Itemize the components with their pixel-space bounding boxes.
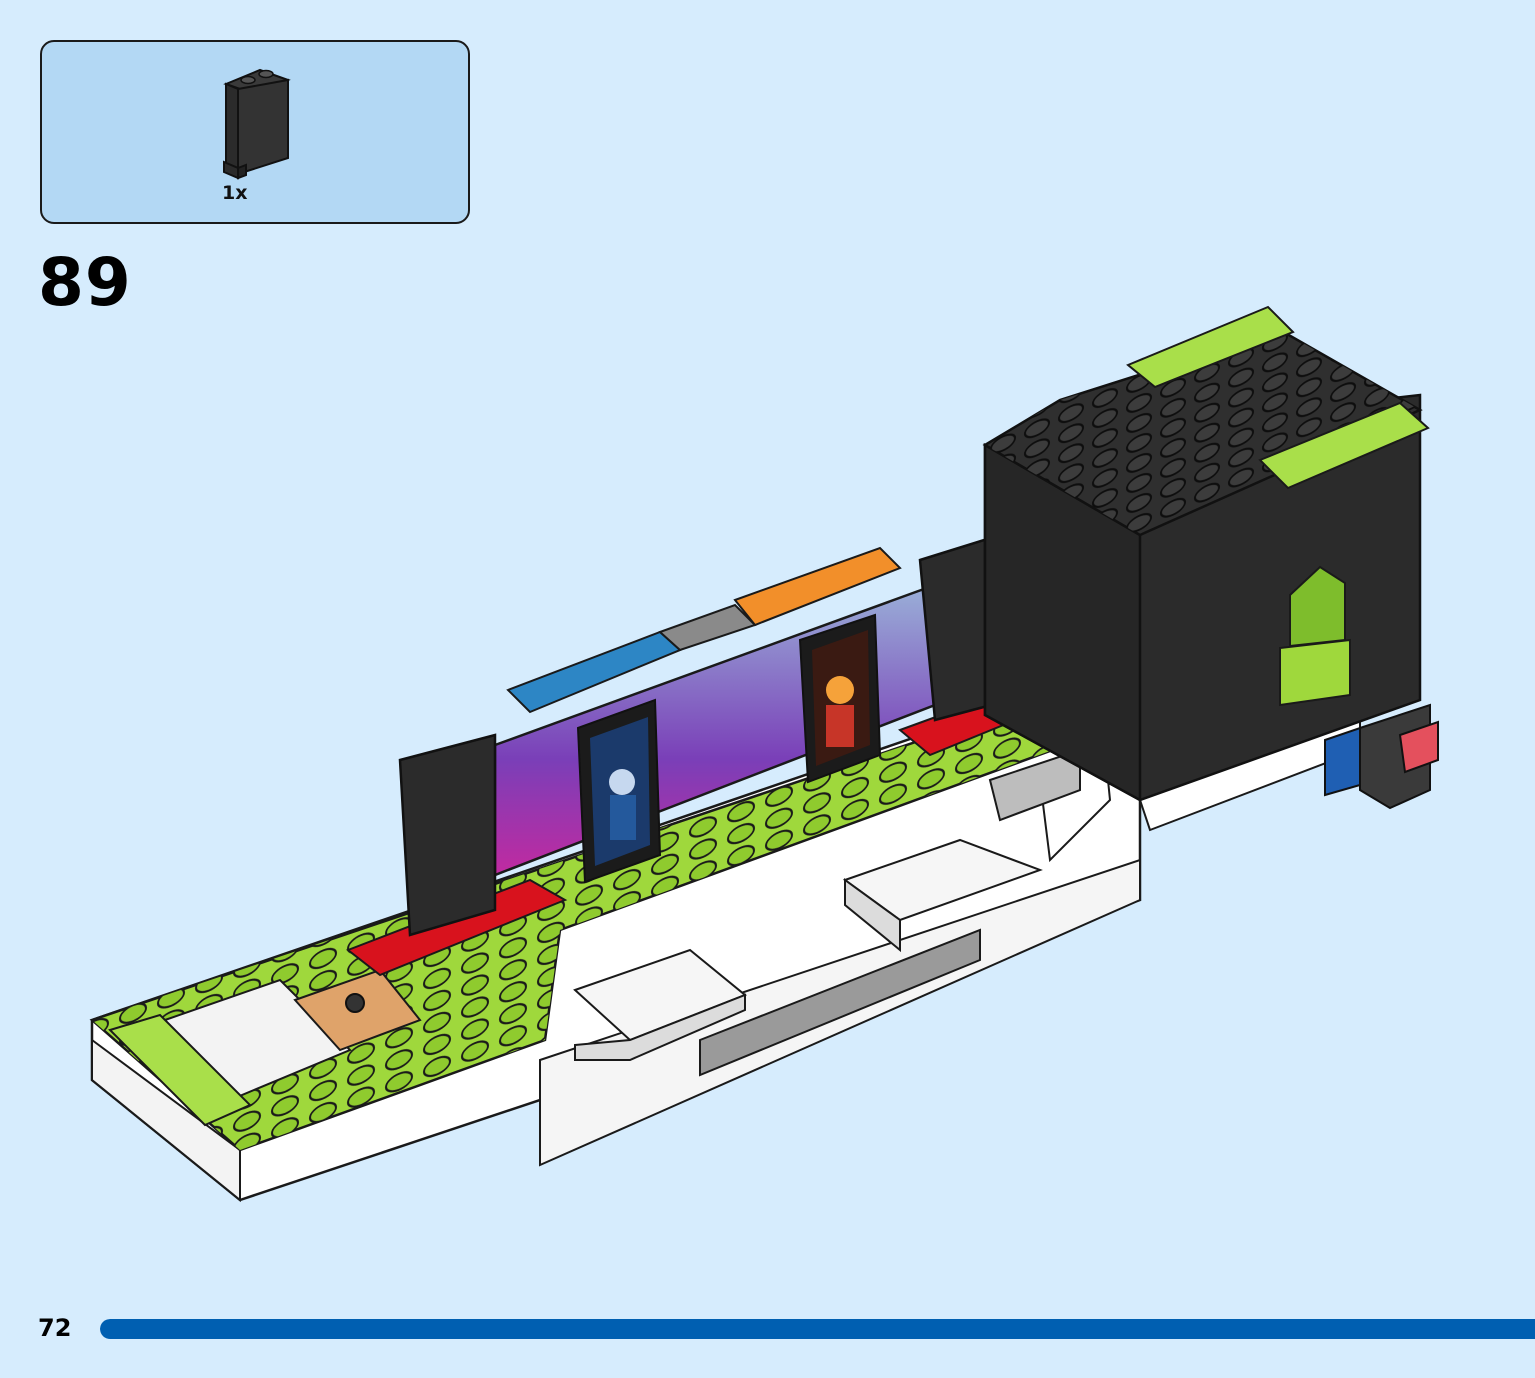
part-quantity: 1x: [222, 182, 248, 204]
progress-bar-fill: [100, 1319, 1535, 1339]
interior-seats: [573, 748, 1112, 1061]
ninja-screen-tile: [576, 698, 662, 884]
parts-callout: 1x: [40, 40, 470, 224]
step-number: 89: [38, 244, 132, 321]
black-panel-icon: [220, 62, 300, 186]
black-cabin-block: [982, 305, 1439, 810]
game-screen-wall: [398, 533, 1012, 937]
progress-bar: [100, 1319, 1535, 1339]
page-number: 72: [38, 1314, 72, 1342]
fire-character-screen-tile: [798, 613, 882, 784]
